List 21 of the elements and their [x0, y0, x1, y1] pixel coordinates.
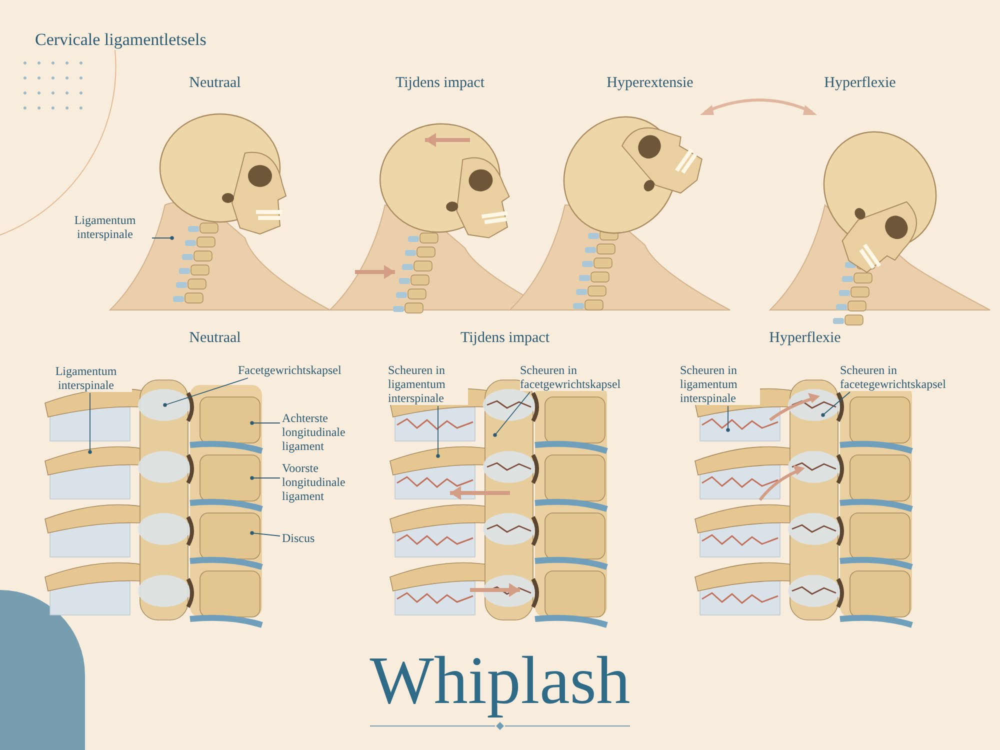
panel-heading: Neutraal [188, 75, 242, 92]
callout-label: Scheuren in ligamentum interspinale [388, 363, 468, 405]
leader-line [250, 421, 280, 425]
leader-line [163, 378, 248, 407]
leader-line [726, 406, 730, 432]
panel-heading: Neutraal [188, 330, 242, 347]
leader-line [152, 236, 174, 240]
leader-line [250, 476, 280, 480]
panel-heading: Hyperextensie [606, 75, 694, 92]
panel-heading: Tijdens impact [394, 75, 486, 92]
leader-line [250, 531, 280, 536]
leader-line [436, 406, 440, 458]
panel-heading: Hyperflexie [768, 330, 842, 347]
main-title: Whiplash [368, 641, 632, 720]
panel-heading: Tijdens impact [459, 330, 551, 347]
panel-heading: Hyperflexie [823, 75, 897, 92]
title-text: Cervicale ligamentletsels [35, 30, 208, 50]
callout-label: Scheuren in ligamentum interspinale [680, 363, 760, 405]
leader-line [88, 392, 92, 454]
leader-line [821, 392, 850, 417]
leader-line [493, 392, 530, 437]
